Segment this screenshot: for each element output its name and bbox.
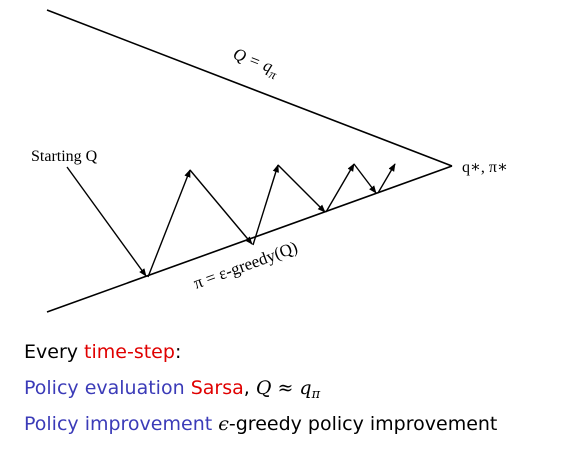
bottom-line-label: π = ε-greedy(Q): [191, 238, 300, 293]
zigzag-arrow-down-3: [353, 163, 377, 194]
caption-time-step: time-step: [84, 341, 175, 363]
caption-colon: :: [174, 341, 182, 363]
start-arrow: [66, 166, 147, 277]
caption-comma: ,: [243, 377, 250, 399]
caption-line-2: Policy evaluation Sarsa, Q ≈ qπ: [24, 377, 321, 402]
bottom-line-pi-greedy: [46, 165, 453, 313]
apex-label: q∗, π∗: [462, 159, 508, 176]
caption-every: Every: [24, 341, 85, 363]
zigzag-arrow-up-1: [147, 169, 191, 278]
caption-epsilon: ϵ: [218, 413, 229, 435]
caption-greedy-improvement: -greedy policy improvement: [228, 413, 498, 435]
caption-policy-improvement: Policy improvement: [24, 413, 213, 435]
caption-q-approx-q-pi: Q ≈ qπ: [255, 377, 321, 402]
top-line-label: Q = qπ: [229, 44, 282, 83]
top-line-q-equals-q-pi: [46, 9, 453, 167]
caption-policy-evaluation: Policy evaluation: [24, 377, 185, 399]
starting-q-label: Starting Q: [31, 148, 98, 165]
zigzag-arrow-down-2: [277, 164, 326, 213]
zigzag-arrow-up-2: [252, 164, 279, 246]
caption-line-3: Policy improvement ϵ-greedy policy impro…: [24, 413, 497, 435]
zigzag-arrow-up-3: [325, 163, 355, 213]
caption-line-1: Every time-step:: [24, 341, 181, 363]
zigzag-arrow-down-1: [189, 169, 253, 245]
zigzag-arrow-up-4: [377, 163, 396, 194]
caption-sarsa: Sarsa: [190, 377, 244, 399]
